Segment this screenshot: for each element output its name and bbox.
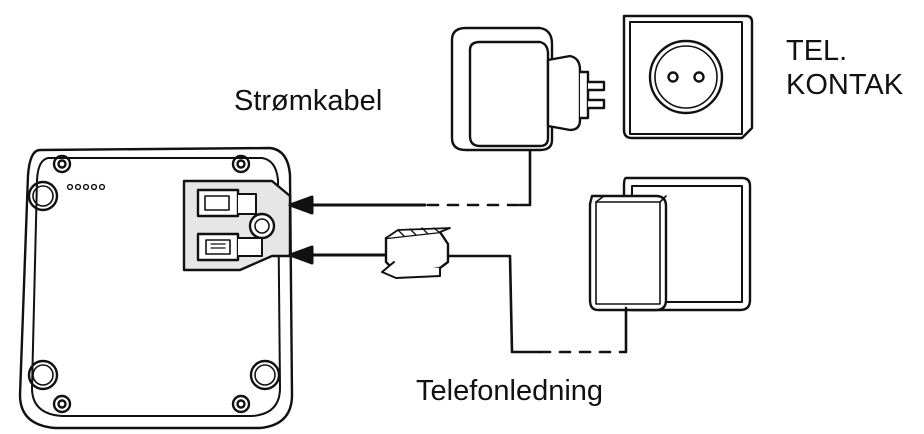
phone-arrow [288, 245, 387, 265]
power-adapter-icon [450, 26, 606, 152]
rj11-plug-icon [381, 227, 451, 279]
phone-jack-icon [196, 232, 263, 262]
power-cable-label: Strømkabel [234, 85, 383, 117]
phone-cord-label: Telefonledning [416, 375, 604, 407]
screw-icon [52, 154, 251, 414]
wall-power-socket-icon [622, 14, 754, 140]
tel-socket-label-line1: TEL. [786, 35, 848, 67]
vent-holes [66, 183, 106, 191]
phone-cord [438, 254, 628, 354]
power-arrow [288, 195, 427, 215]
tel-socket-label-line2: KONTAK [786, 69, 904, 101]
rubber-foot-icon [27, 180, 281, 391]
base-station-icon [18, 146, 294, 430]
telephone-wall-socket-icon [588, 176, 752, 312]
power-jack-icon [196, 188, 276, 240]
power-cable [426, 136, 532, 207]
